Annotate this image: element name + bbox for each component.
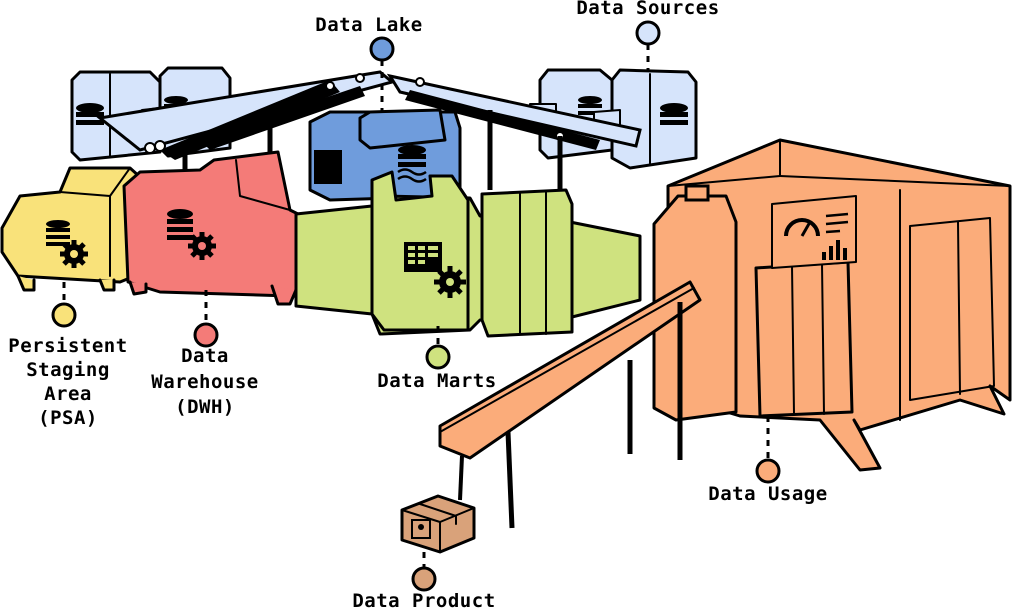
data-marts-dot	[425, 344, 451, 370]
database-icon	[578, 96, 602, 115]
database-icon	[46, 220, 70, 246]
psa-label: Persistent Staging Area (PSA)	[8, 335, 127, 429]
data-product-label: Data Product	[352, 590, 495, 609]
dwh-label-line-1: Data	[181, 345, 229, 367]
connectors	[51, 20, 781, 592]
psa-label-line-4: (PSA)	[38, 407, 98, 429]
psa-label-line-1: Persistent	[8, 335, 127, 357]
database-icon	[167, 209, 193, 240]
grid-icon	[404, 242, 442, 272]
box-icon	[400, 494, 476, 554]
product-chute	[438, 280, 702, 529]
data-sources-label: Data Sources	[576, 0, 719, 19]
data-lake-machine	[308, 108, 462, 202]
psa-label-line-2: Staging	[26, 359, 110, 381]
waves-icon	[397, 168, 427, 183]
data-sources-dot	[635, 20, 661, 46]
database-icon	[76, 103, 104, 125]
dwh-dot	[193, 322, 219, 348]
data-lake-dot	[369, 36, 395, 62]
gear-icon	[60, 240, 88, 268]
conveyor-belts	[96, 70, 642, 200]
data-marts-label: Data Marts	[377, 370, 496, 392]
data-lake-label: Data Lake	[315, 14, 422, 36]
bar-chart-icon	[822, 240, 847, 260]
psa-dot	[51, 302, 77, 328]
dwh-label-line-2: Warehouse	[151, 371, 258, 393]
gear-icon	[434, 266, 466, 298]
gauge-icon	[784, 212, 849, 237]
database-icon	[398, 145, 426, 167]
data-product-dot	[411, 566, 437, 592]
dwh-label-line-3: (DWH)	[175, 396, 235, 418]
database-icon	[660, 103, 688, 125]
data-usage-label: Data Usage	[708, 483, 827, 505]
data-usage-dot	[755, 458, 781, 484]
data-usage-machine	[652, 138, 1012, 472]
psa-machine	[0, 166, 152, 292]
dwh-label: Data Warehouse (DWH)	[151, 345, 258, 418]
dwh-machine	[122, 150, 302, 306]
psa-label-line-3: Area	[44, 383, 92, 405]
data-marts-machine	[294, 170, 642, 338]
gear-icon	[188, 232, 216, 260]
